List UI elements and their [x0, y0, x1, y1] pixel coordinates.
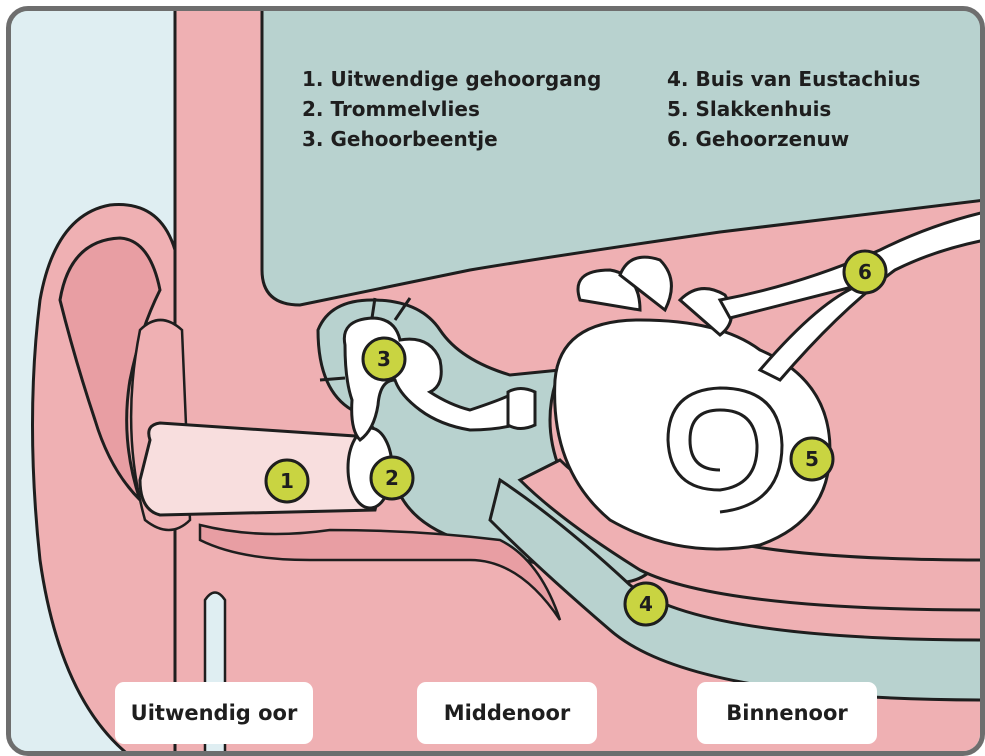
- marker-1: 1: [266, 460, 308, 502]
- svg-text:2: 2: [385, 466, 399, 490]
- svg-text:5: 5: [805, 447, 819, 471]
- legend-item-2: 2. Trommelvlies: [302, 94, 601, 124]
- svg-text:3: 3: [377, 347, 391, 371]
- ligament: [320, 378, 345, 380]
- svg-text:4: 4: [639, 592, 653, 616]
- stapes: [508, 389, 535, 429]
- marker-4: 4: [625, 583, 667, 625]
- svg-text:6: 6: [858, 260, 872, 284]
- marker-6: 6: [844, 251, 886, 293]
- legend-column-left: 1. Uitwendige gehoorgang 2. Trommelvlies…: [302, 64, 601, 154]
- marker-5: 5: [791, 438, 833, 480]
- marker-3: 3: [363, 338, 405, 380]
- ear-canal: [140, 423, 378, 515]
- legend-column-right: 4. Buis van Eustachius 5. Slakkenhuis 6.…: [667, 64, 920, 154]
- legend-item-1: 1. Uitwendige gehoorgang: [302, 64, 601, 94]
- legend-item-4: 4. Buis van Eustachius: [667, 64, 920, 94]
- region-label-outer-ear: Uitwendig oor: [115, 682, 313, 744]
- svg-text:1: 1: [280, 469, 294, 493]
- region-label-middle-ear: Middenoor: [417, 682, 597, 744]
- legend-item-5: 5. Slakkenhuis: [667, 94, 920, 124]
- legend-item-3: 3. Gehoorbeentje: [302, 124, 601, 154]
- region-label-inner-ear: Binnenoor: [697, 682, 877, 744]
- legend-item-6: 6. Gehoorzenuw: [667, 124, 920, 154]
- diagram-frame: 1 2 3 4 5 6 1. Uitwendige gehoorgang 2. …: [6, 6, 985, 756]
- marker-2: 2: [371, 457, 413, 499]
